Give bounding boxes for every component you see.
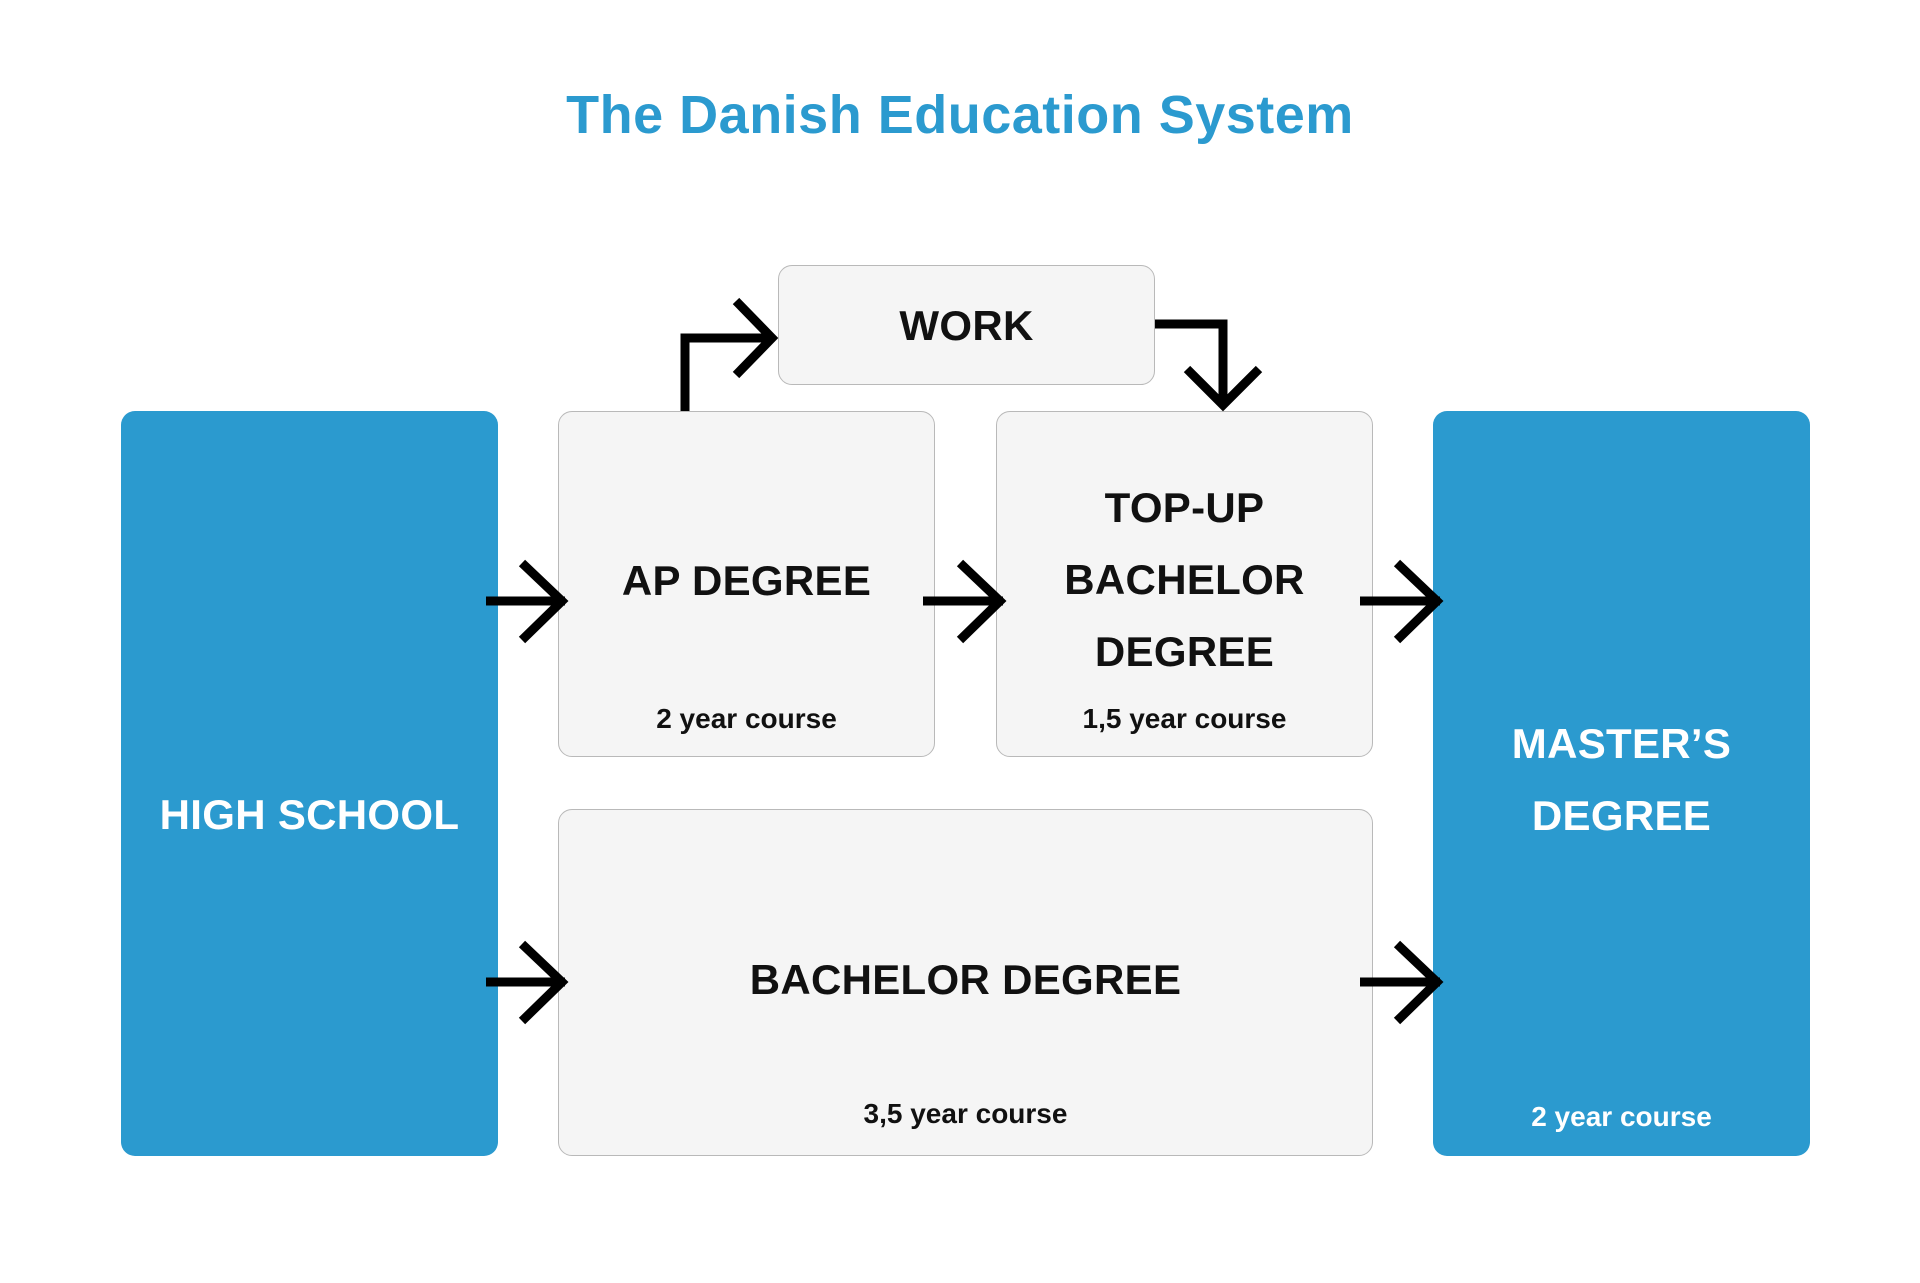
ap-degree-box: AP DEGREE 2 year course [558, 411, 935, 757]
top-up-line-2: BACHELOR [1064, 556, 1305, 603]
arrow-shaft [680, 333, 772, 411]
top-up-line-1: TOP-UP [1104, 484, 1265, 531]
bachelor-degree-duration: 3,5 year course [863, 1098, 1068, 1129]
bachelor-degree-label: BACHELOR DEGREE [749, 956, 1182, 1003]
arrow-head [518, 940, 569, 1025]
work-label: WORK [899, 302, 1034, 349]
top-up-bachelor-duration: 1,5 year course [1082, 703, 1287, 734]
arrow-head [732, 297, 779, 379]
arrow-head [1393, 559, 1444, 644]
high-school-box: HIGH SCHOOL [121, 411, 498, 1156]
arrow-work-to-topup [1155, 319, 1263, 412]
ap-degree-label: AP DEGREE [621, 557, 872, 604]
bachelor-degree-box: BACHELOR DEGREE 3,5 year course [558, 809, 1373, 1156]
masters-line-2: DEGREE [1531, 792, 1712, 839]
masters-line-1: MASTER’S [1511, 720, 1732, 767]
arrow-shaft [1155, 319, 1228, 405]
arrow-head [518, 559, 569, 644]
masters-degree-label: MASTER’S DEGREE [1433, 708, 1810, 852]
masters-degree-box: MASTER’S DEGREE 2 year course [1433, 411, 1810, 1156]
masters-degree-duration: 2 year course [1531, 1101, 1712, 1132]
top-up-bachelor-label: TOP-UP BACHELOR DEGREE [997, 472, 1372, 688]
high-school-label: HIGH SCHOOL [159, 791, 460, 838]
arrow-head [956, 559, 1007, 644]
arrow-ap-to-work [680, 297, 779, 411]
diagram-title: The Danish Education System [566, 85, 1354, 145]
arrow-head [1393, 940, 1444, 1025]
arrow-ap-to-topup [923, 559, 1007, 644]
work-box: WORK [778, 265, 1155, 385]
top-up-bachelor-box: TOP-UP BACHELOR DEGREE 1,5 year course [996, 411, 1373, 757]
ap-degree-duration: 2 year course [656, 703, 837, 734]
top-up-line-3: DEGREE [1094, 628, 1275, 675]
arrow-head [1183, 365, 1263, 412]
